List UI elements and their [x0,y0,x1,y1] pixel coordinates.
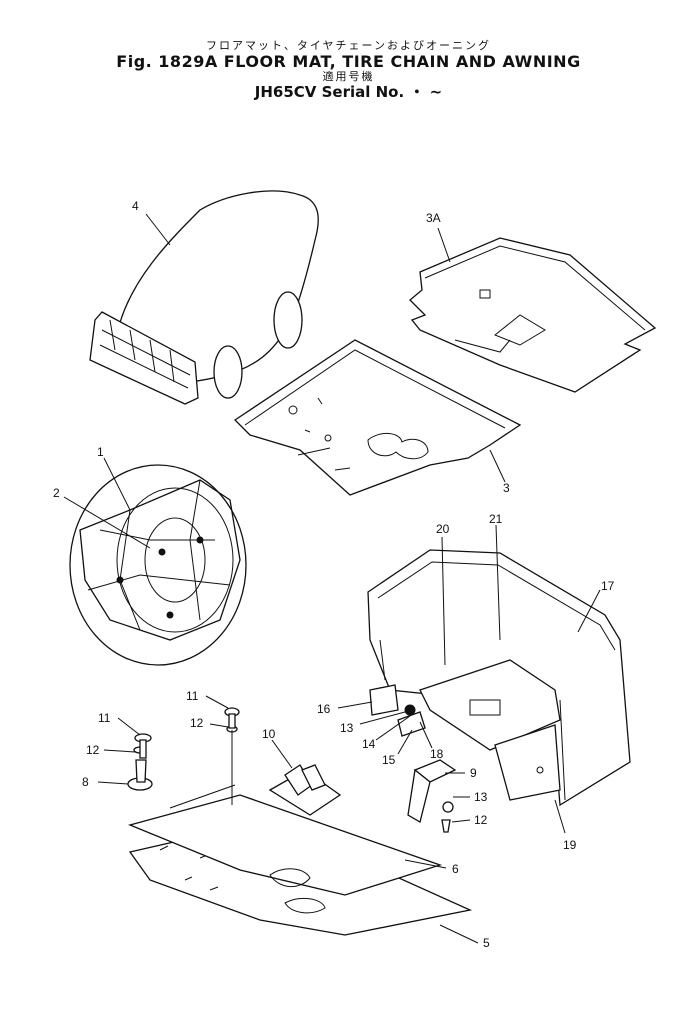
serial-number: JH65CV Serial No. ・ ~ [254,83,443,101]
part-20-label: 20 [436,522,450,536]
leader-17 [577,589,601,633]
figure-title: Fig. 1829A FLOOR MAT, TIRE CHAIN AND AWN… [116,52,581,71]
leader-12b [451,819,471,823]
floor-plates-bottom-drawing [127,707,473,936]
part-12-label-left: 12 [86,743,100,757]
part-11-label-mid: 11 [186,689,199,703]
part-16-label: 16 [317,702,331,716]
leader-4 [145,213,171,246]
leader-11a [117,717,141,736]
floor-mat-3a-drawing [409,237,657,393]
floor-plate-3-drawing [233,339,522,496]
part-1-label: 1 [97,445,104,459]
awning-cover-drawing [89,190,319,405]
part-13-label-left: 13 [340,721,354,735]
leader-3a [437,227,451,263]
cab-box-drawing [367,549,631,807]
leader-6 [404,859,447,869]
leader-12a [103,749,136,753]
part-9-label: 9 [470,766,477,780]
part-17-label: 17 [601,579,615,593]
leader-14 [375,715,411,741]
leader-8 [97,781,129,785]
leader-21 [495,524,501,641]
tire-chain-drawing [69,464,247,666]
leader-11b [205,695,229,709]
part-4-label: 4 [132,199,139,213]
leader-1 [103,457,131,511]
part-3a-label: 3A [426,211,441,225]
part-5-label: 5 [483,936,490,950]
part-14-label: 14 [362,737,376,751]
part-12-label-mid: 12 [190,716,204,730]
leader-19 [554,799,566,834]
leader-15 [397,729,413,755]
leader-13a [359,711,406,725]
part-11-label-left: 11 [98,711,111,725]
leader-3 [489,449,506,483]
part-13-label-right: 13 [474,790,488,804]
bracket-9-drawing [407,759,457,833]
japanese-title: フロアマット、タイヤチェーンおよびオーニング [206,39,491,52]
leader-5 [439,924,479,944]
part-8-label: 8 [82,775,89,789]
part-3-label: 3 [503,481,510,495]
leader-18 [419,721,433,749]
leader-16 [337,701,373,709]
part-10-label: 10 [262,727,276,741]
part-12-label-right: 12 [474,813,488,827]
part-19-label: 19 [563,838,577,852]
figure-header: フロアマット、タイヤチェーンおよびオーニング Fig. 1829A FLOOR … [0,39,697,102]
leader-12c [209,723,229,728]
japanese-applicability: 適用号機 [322,70,375,83]
part-15-label: 15 [382,753,396,767]
part-2-label: 2 [53,486,60,500]
leader-20 [441,536,446,666]
part-6-label: 6 [452,862,459,876]
bracket-hardware-drawing [369,684,426,737]
part-18-label: 18 [430,747,444,761]
part-21-label: 21 [489,512,503,526]
leader-10 [271,739,293,769]
leader-2 [63,496,151,549]
